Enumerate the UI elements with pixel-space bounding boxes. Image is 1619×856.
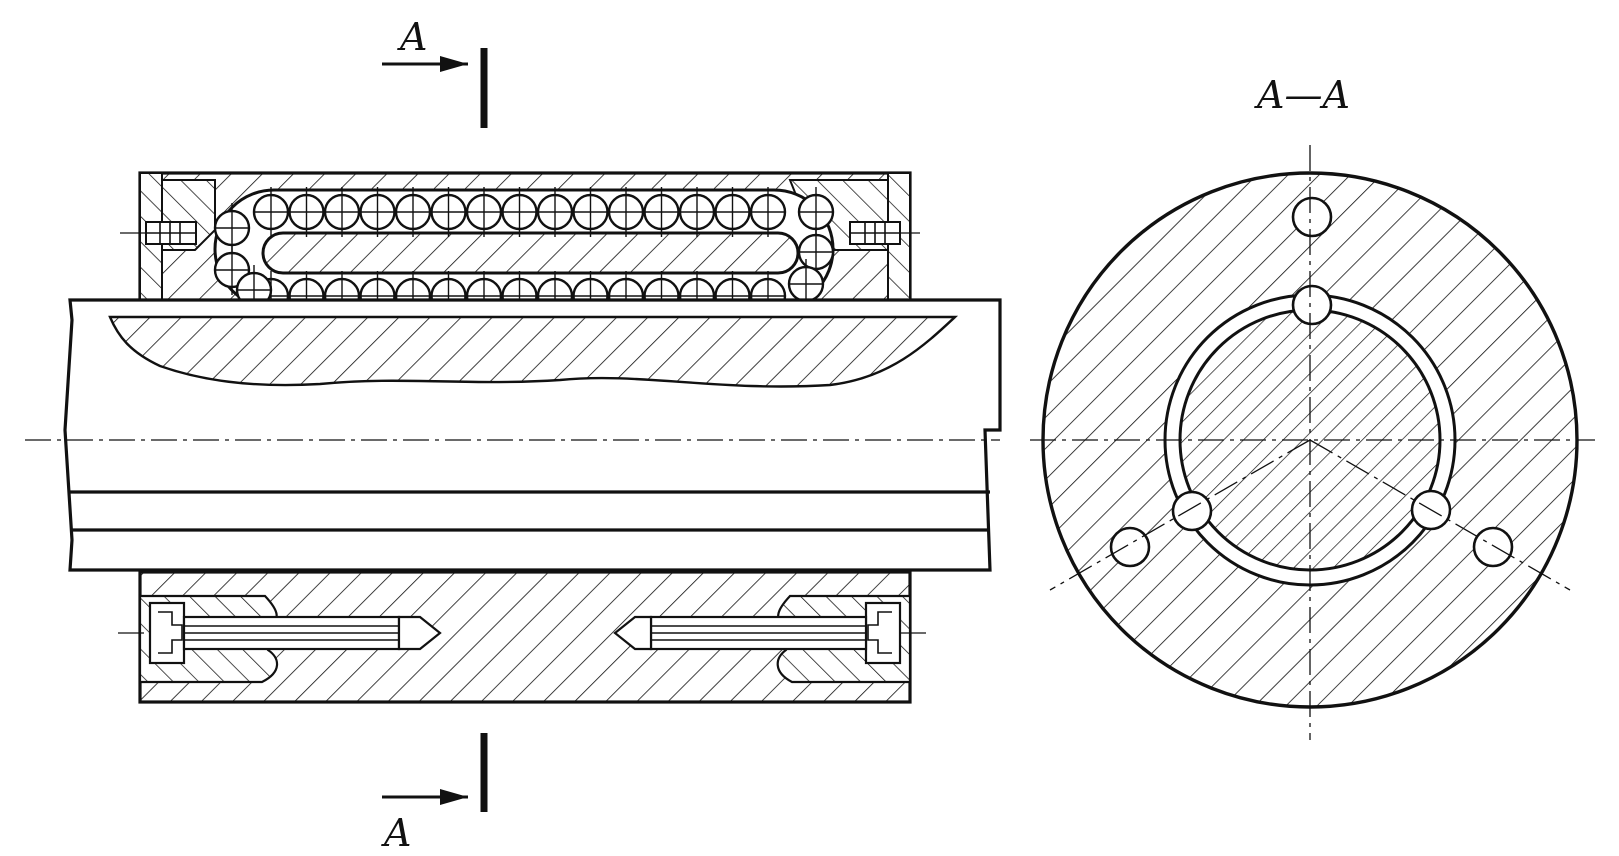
outer-return-holes [1109,196,1514,568]
upper-ball [749,187,787,237]
upper-ball-row [252,187,787,237]
return-end-balls [213,187,835,315]
upper-ball [607,187,645,237]
lower-right-bolt [613,601,902,665]
longitudinal-section [25,171,1002,704]
upper-ball [465,187,503,237]
section-mark-bottom-label: A [381,811,411,855]
upper-ball [430,187,467,237]
radial-centerline-left [1049,439,1311,591]
upper-left-screw [145,221,197,245]
section-view-title: A—A [1254,73,1350,117]
upper-right-screw [849,221,901,245]
shaft [63,298,1002,572]
section-mark-bottom: A [381,733,488,855]
end-ball [213,203,251,253]
upper-ball [501,187,538,237]
upper-ball [536,187,574,237]
section-mark-top-label: A [397,15,427,59]
lower-housing [138,570,912,704]
upper-ball [323,187,361,237]
radial-centerline-right [1309,439,1571,591]
upper-ball [252,187,290,237]
lower-left-bolt [148,601,442,665]
cross-section-view: A—A [1030,73,1595,740]
upper-ball [643,187,680,237]
upper-ball [359,187,396,237]
upper-ball [288,187,325,237]
upper-ball [678,187,716,237]
section-mark-top: A [382,15,488,128]
upper-ball [572,187,609,237]
upper-ball [714,187,751,237]
upper-ball [394,187,432,237]
end-ball [797,227,835,277]
